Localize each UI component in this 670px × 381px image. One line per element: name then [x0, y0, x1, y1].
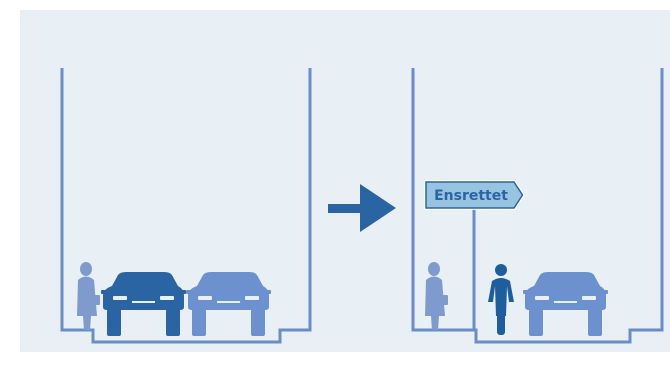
street-diagram: Ensrettet — [20, 10, 670, 352]
diagram-panel: Ensrettet — [20, 10, 670, 352]
one-way-sign-icon: Ensrettet — [424, 180, 525, 210]
sign-label: Ensrettet — [434, 188, 508, 204]
